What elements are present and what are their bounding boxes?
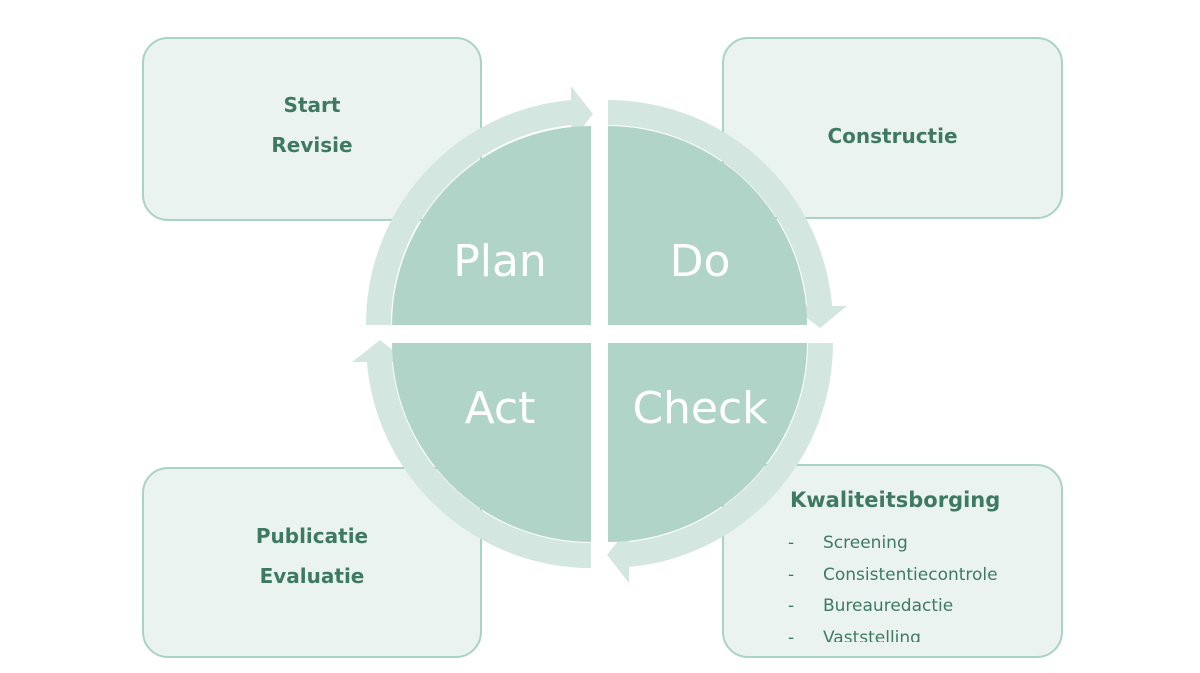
bullet: -: [788, 533, 795, 553]
check-box-title: Kwaliteitsborging: [790, 488, 1001, 512]
plan-quadrant: [392, 126, 591, 325]
act-box: Publicatie Evaluatie: [142, 467, 482, 658]
plan-box-line-2: Revisie: [271, 133, 353, 157]
list-item-label: Vaststelling: [823, 627, 921, 643]
do-box-line-1: Constructie: [827, 124, 958, 148]
list-item: - Screening: [788, 528, 998, 560]
check-quadrant: [608, 343, 807, 542]
do-quadrant: [608, 126, 807, 325]
plan-label: Plan: [453, 236, 547, 287]
list-item: - Consistentiecontrole: [788, 560, 998, 592]
act-label: Act: [465, 383, 536, 434]
list-item-label: Consistentiecontrole: [823, 564, 998, 585]
do-arrow-arc: [607, 100, 833, 309]
check-list: - Screening - Consistentiecontrole - Bureau…: [788, 528, 998, 642]
list-item: - Bureauredactie: [788, 591, 998, 623]
check-arrow-arc: [626, 342, 833, 568]
list-item-label: Screening: [823, 533, 908, 553]
bullet: -: [788, 564, 795, 585]
plan-arrow-arc: [365, 99, 574, 326]
do-label: Do: [670, 236, 731, 287]
list-item: - Vaststelling: [788, 623, 998, 643]
check-label: Check: [632, 383, 768, 434]
bullet: -: [788, 627, 795, 643]
list-item-label: Bureauredactie: [823, 596, 954, 616]
act-box-line-2: Evaluatie: [259, 564, 365, 588]
act-box-line-1: Publicatie: [255, 524, 369, 548]
act-arrow-arc: [366, 359, 592, 568]
bullet: -: [788, 596, 795, 616]
plan-box-line-1: Start: [283, 93, 341, 117]
act-quadrant: [392, 343, 591, 542]
check-box: Kwaliteitsborging - Screening - Consistent…: [722, 464, 1063, 658]
plan-box: Start Revisie: [142, 37, 482, 221]
